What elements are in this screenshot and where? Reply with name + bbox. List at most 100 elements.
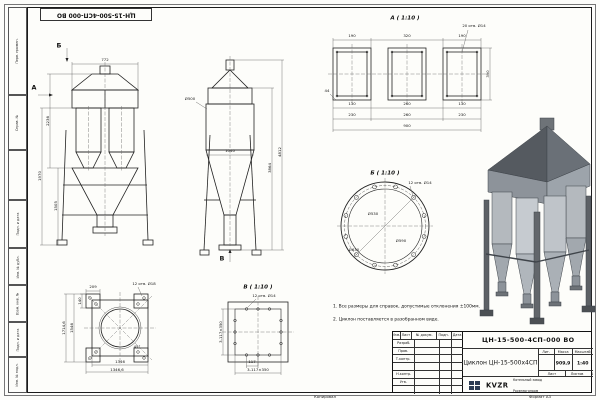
tb-row-ncontrol: Н.контр. bbox=[393, 370, 415, 379]
dim-2236: 2236 bbox=[45, 116, 50, 126]
tb-col-list-label: Лист bbox=[401, 333, 411, 338]
base-view-holes bbox=[88, 296, 146, 360]
tb-row-empty-2 bbox=[393, 386, 415, 394]
tb-mass-value: 909,9 bbox=[556, 359, 571, 366]
company-name: Котельный завод Росэнергопром bbox=[513, 375, 577, 396]
tb-sheets-label: Листов bbox=[570, 371, 584, 376]
tb-col-sign-label: Подп. bbox=[438, 333, 450, 338]
tb-row-tcontrol-sign bbox=[440, 355, 452, 363]
tb-row-ncontrol-name bbox=[415, 370, 440, 379]
dim-3864: 3864 bbox=[267, 163, 272, 173]
company-name-line1: Котельный завод bbox=[513, 378, 543, 382]
tb-row-tcontrol-date bbox=[452, 355, 463, 363]
dim-d530: Ø530 bbox=[367, 211, 379, 216]
dim-772: 772 bbox=[101, 57, 109, 62]
side-view-dimlines bbox=[195, 59, 284, 262]
tb-row-checked-name bbox=[415, 347, 440, 356]
tb-row-checked: Пров. bbox=[393, 347, 415, 356]
dim-1040: 1040 bbox=[225, 148, 235, 153]
dim-d500: Ø500 bbox=[184, 96, 196, 101]
tb-col-list: Лист bbox=[401, 332, 412, 340]
title-block-left-table: Изм. Лист № докум. Подп. Дата Разраб. Пр… bbox=[393, 332, 463, 394]
dim-130a: 130 bbox=[348, 101, 356, 106]
format-note: Формат А3 bbox=[529, 394, 551, 399]
dim-1970: 1970 bbox=[37, 171, 42, 181]
dim-4812: 4812 bbox=[277, 147, 282, 157]
tb-row-checked-sign bbox=[440, 347, 452, 356]
tb-row-ncontrol-label: Н.контр. bbox=[395, 372, 412, 377]
dim-230b: 230 bbox=[458, 112, 466, 117]
company-logo-text: KVZR bbox=[485, 381, 509, 390]
dim-3x117-bottom: 3-117×350 bbox=[247, 367, 269, 372]
front-view-dimlines bbox=[38, 48, 139, 246]
tb-row-ncontrol-date bbox=[452, 371, 463, 379]
section-letter-b: Б bbox=[56, 42, 62, 50]
dim-d630: Ø630 bbox=[348, 247, 360, 252]
dim-3x117-left: 3-117×350 bbox=[218, 321, 223, 343]
margin-box-inv-podl: Инв. № подл. bbox=[8, 357, 27, 393]
tb-row-empty-2-sign bbox=[440, 386, 452, 394]
tb-product-name-cell: Циклон ЦН-15-500х4СП bbox=[463, 349, 539, 377]
tb-sheet-label: Лист bbox=[547, 371, 557, 376]
tb-row-checked-date bbox=[452, 348, 463, 356]
dim-190a: 190 bbox=[348, 33, 356, 38]
dim-1346: 1346 bbox=[115, 359, 125, 364]
tb-row-approved-date bbox=[452, 379, 463, 387]
tb-col-date: Дата bbox=[452, 332, 463, 340]
tb-row-approved: Утв. bbox=[393, 378, 415, 387]
top-view-centerlines bbox=[328, 44, 486, 104]
holes-note-12-d14-b: 12 отв. Ø14 bbox=[408, 180, 432, 185]
margin-box-podp-data-1: Подп. и дата bbox=[8, 200, 27, 248]
tb-row-developed-date bbox=[452, 340, 463, 348]
dim-260a: 260 bbox=[403, 101, 411, 106]
tb-row-tcontrol-name bbox=[415, 355, 440, 363]
tb-col-sign: Подп. bbox=[437, 332, 452, 340]
flange-b-holes bbox=[343, 184, 427, 268]
tb-col-doc: № докум. bbox=[412, 332, 437, 340]
dim-320: 320 bbox=[403, 33, 411, 38]
tb-row-empty-2-date bbox=[452, 386, 463, 394]
front-view-arrowheads bbox=[49, 58, 69, 97]
dim-45deg: 45° bbox=[133, 344, 141, 349]
holes-note-12-d14-v: 12 отв. Ø14 bbox=[252, 293, 276, 298]
tb-row-checked-label: Пров. bbox=[398, 348, 409, 353]
view-label-a: А ( 1:10 ) bbox=[390, 14, 420, 21]
dim-d590: Ø590 bbox=[395, 238, 407, 243]
company-name-line2: Росэнергопром bbox=[513, 388, 539, 393]
tb-row-tcontrol-label: Т.контр. bbox=[396, 356, 411, 361]
tb-col-izm-label: Изм. bbox=[393, 333, 401, 338]
company-logo-icon bbox=[469, 380, 481, 391]
dim-390: 390 bbox=[485, 70, 490, 78]
notes-block: 1. Все размеры для справок, допустимые о… bbox=[333, 303, 503, 329]
corner-designation-box: ЦН-15-500-4СП-000 ВО bbox=[40, 8, 152, 21]
tb-row-empty-1-date bbox=[452, 363, 463, 371]
tb-col-izm: Изм. bbox=[393, 332, 401, 340]
dim-117: 117 bbox=[248, 359, 256, 364]
tb-row-approved-name bbox=[415, 378, 440, 387]
flange-v-dimlines bbox=[221, 298, 282, 375]
tb-sheets-cell: Листов 1 bbox=[566, 371, 593, 377]
top-view-dimlines bbox=[329, 29, 492, 132]
tb-lit-label: Лит. bbox=[542, 349, 551, 354]
holes-note-20-d14: 20 отв. Ø14 bbox=[462, 23, 486, 28]
tb-scale-header: Масштаб bbox=[573, 349, 593, 355]
dim-44: 44 bbox=[324, 88, 330, 93]
tb-row-ncontrol-sign bbox=[440, 370, 452, 379]
tb-scale-label: Масштаб bbox=[575, 349, 591, 354]
flange-b-dimlines bbox=[353, 185, 417, 258]
tb-designation-text: ЦН-15-500-4СП-000 ВО bbox=[481, 336, 575, 344]
tb-product-name-text: Циклон ЦН-15-500х4СП bbox=[463, 359, 538, 366]
sheet-outer-border bbox=[4, 4, 596, 396]
tb-mass-label: Масса bbox=[558, 349, 569, 354]
front-view-centerlines bbox=[88, 62, 122, 236]
tb-sheets-value: 1 bbox=[592, 372, 593, 376]
tb-company-cell: KVZR Котельный завод Росэнергопром bbox=[463, 377, 593, 394]
tb-sheet-cell: Лист bbox=[539, 371, 566, 377]
dim-130b: 130 bbox=[458, 101, 466, 106]
margin-box-inv-dubl: Инв. № дубл. bbox=[8, 248, 27, 285]
margin-box-podp-data-2: Подп. и дата bbox=[8, 322, 27, 357]
side-view-geometry bbox=[199, 59, 262, 256]
tb-designation-cell: ЦН-15-500-4СП-000 ВО bbox=[463, 332, 593, 349]
